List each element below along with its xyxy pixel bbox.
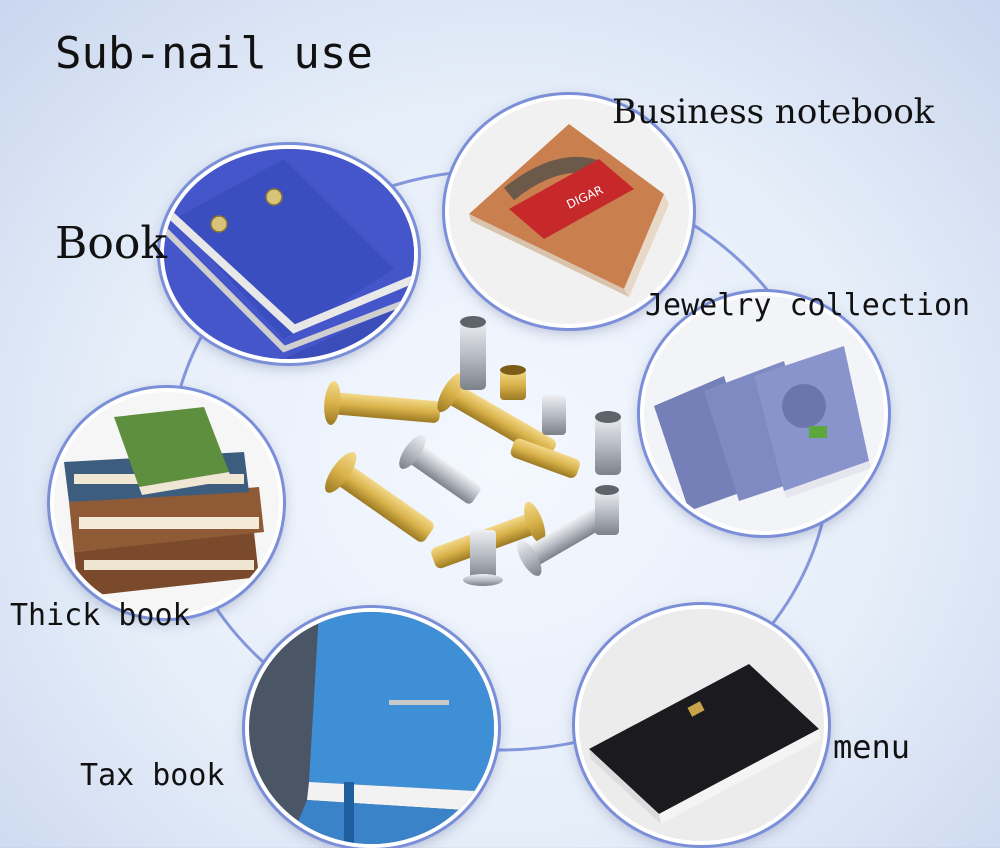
menu-image: [575, 605, 828, 845]
label-book: Book: [55, 218, 167, 269]
jewelry-collection-image: [640, 292, 888, 535]
label-jewelry-collection: Jewelry collection: [645, 288, 971, 323]
business-notebook-image: DIGAR: [445, 95, 693, 328]
label-business-notebook: Business notebook: [612, 92, 935, 132]
thick-book-image: [50, 388, 283, 618]
label-menu: menu: [833, 728, 911, 766]
binding-screws-image: [324, 316, 621, 586]
label-tax-book: Tax book: [80, 758, 225, 793]
label-thick-book: Thick book: [10, 598, 191, 633]
tax-book-image: [245, 608, 498, 848]
page-title: Sub-nail use: [55, 28, 373, 79]
book-image: [160, 145, 418, 363]
